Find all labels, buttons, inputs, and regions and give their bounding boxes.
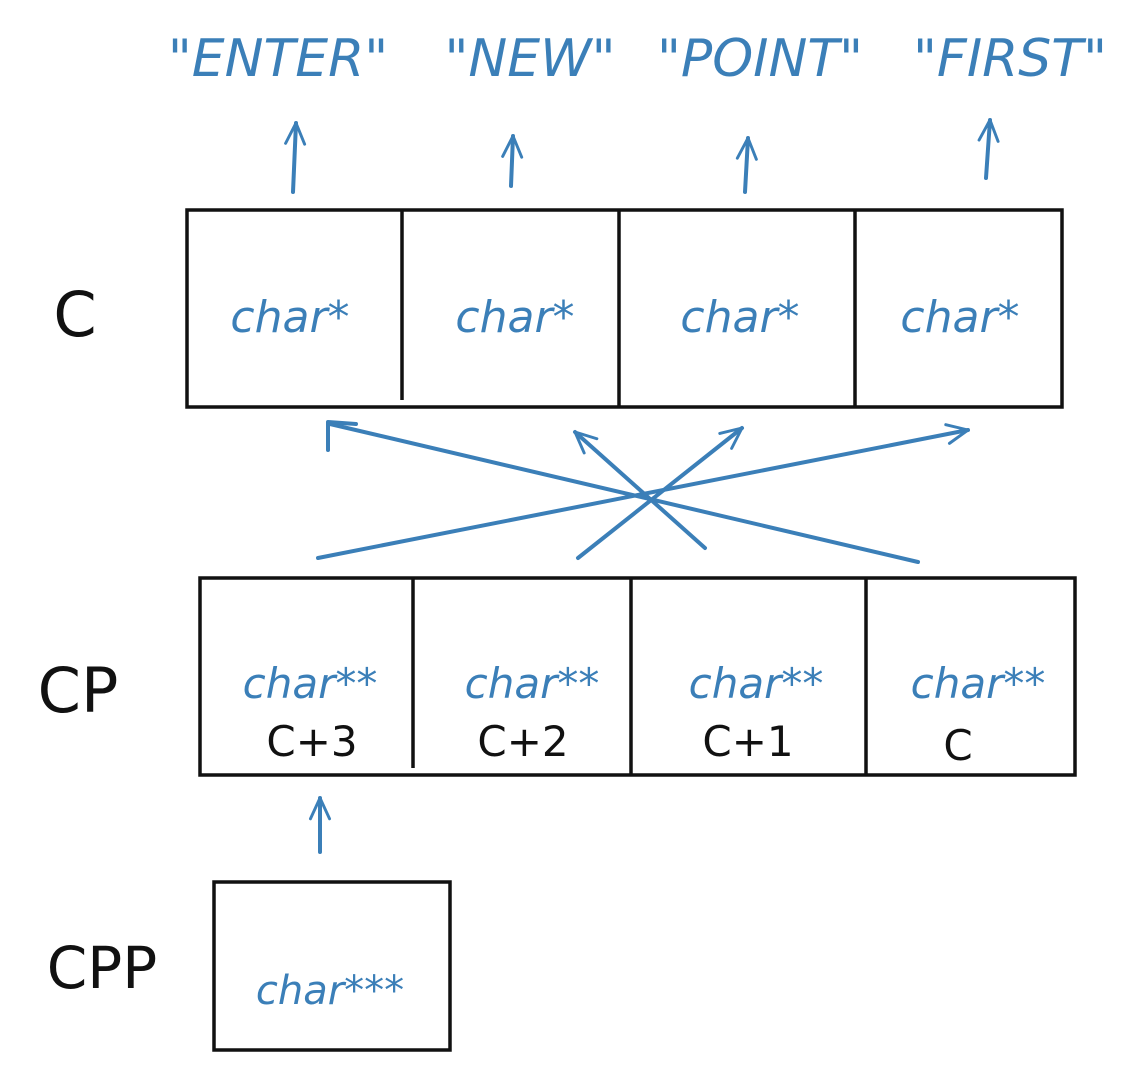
c-cell-0-type: char* xyxy=(230,292,349,343)
arrow-cp2-to-c1 xyxy=(573,430,707,550)
c-cell-1-type: char* xyxy=(455,292,574,343)
variable-cpp xyxy=(212,880,452,1052)
array-c xyxy=(185,208,1064,409)
cp-cell-0-value: C+3 xyxy=(266,717,357,766)
row-label-c: C xyxy=(53,278,96,351)
arrow-c1-to-string xyxy=(501,134,524,188)
string-literal-enter: "ENTER" xyxy=(168,29,388,89)
arrow-c0-to-string xyxy=(284,121,307,194)
string-literal-first: "FIRST" xyxy=(913,29,1107,89)
cp-cell-3-value: C xyxy=(943,721,972,770)
array-cp xyxy=(198,576,1077,777)
string-literal-point: "POINT" xyxy=(657,29,863,89)
string-literal-new: "NEW" xyxy=(444,29,615,89)
cp-cell-1-type: char** xyxy=(465,659,600,708)
row-label-cp: CP xyxy=(38,654,119,727)
cp-cell-2-value: C+1 xyxy=(702,717,793,766)
arrow-cp3-to-c0-head xyxy=(326,420,358,452)
cp-cell-1-value: C+2 xyxy=(477,717,568,766)
arrow-cp3-to-c0 xyxy=(328,422,920,564)
cp-cell-2-type: char** xyxy=(689,659,824,708)
arrow-c3-to-string xyxy=(977,118,1000,180)
cp-cell-3-type: char** xyxy=(911,659,1046,708)
cpp-cell-type: char*** xyxy=(256,968,404,1014)
arrow-cp1-to-c2 xyxy=(576,426,744,560)
arrow-c2-to-string xyxy=(735,136,758,194)
cp-cell-0-type: char** xyxy=(243,659,378,708)
row-label-cpp: CPP xyxy=(47,934,157,1002)
c-cell-3-type: char* xyxy=(900,292,1019,343)
c-cell-2-type: char* xyxy=(680,292,799,343)
